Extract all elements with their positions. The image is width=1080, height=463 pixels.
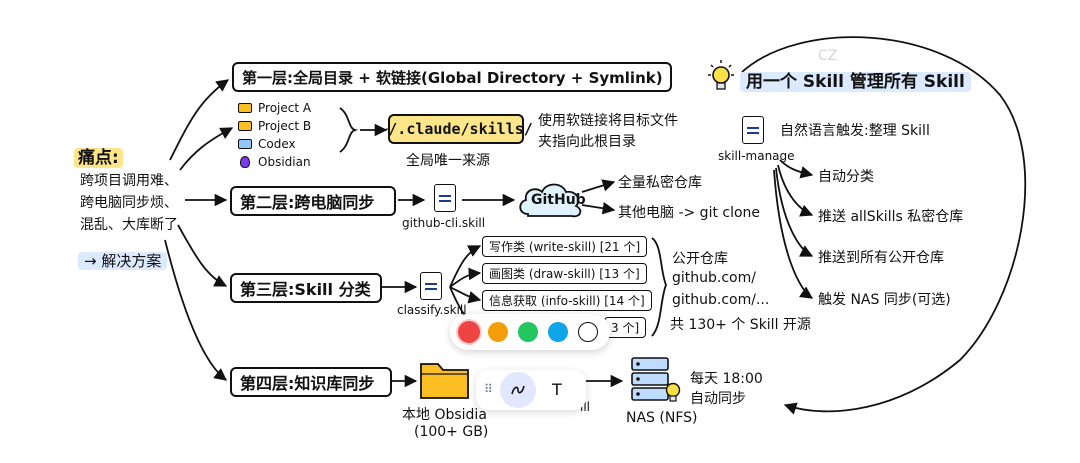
manager-action: 推送到所有公开仓库: [818, 250, 944, 266]
public-repo-line-3: 共 130+ 个 Skill 开源: [670, 317, 811, 333]
project-b: Project B: [238, 119, 311, 133]
skill-manage-doc-icon: [742, 116, 764, 144]
public-repo-line-1: github.com/: [672, 270, 756, 286]
project-b-label: Project B: [258, 119, 312, 133]
pen-icon: [511, 385, 525, 395]
folder-icon: [238, 121, 252, 131]
github-label: GitHub: [531, 192, 586, 208]
manager-title: 用一个 Skill 管理所有 Skill: [740, 67, 971, 92]
github-target-1: 全量私密仓库: [618, 175, 702, 191]
public-repo-line-2: github.com/...: [672, 292, 770, 308]
folder-icon: [238, 139, 252, 149]
public-repo-title: 公开仓库: [672, 251, 728, 267]
project-a: Project A: [238, 101, 311, 115]
nas-label: NAS (NFS): [626, 410, 698, 426]
manager-action: 自动分类: [818, 169, 874, 185]
layer-1-label: 第一层:全局目录 + 软链接(Global Directory + Symlin…: [242, 68, 663, 87]
project-obsidian: Obsidian: [238, 155, 311, 169]
classify-doc-icon: [420, 272, 442, 300]
folder-icon: [238, 103, 252, 113]
trigger-label: 自然语言触发:整理 Skill: [780, 123, 930, 139]
obsidian-icon: [240, 156, 250, 168]
pain-line-2: 跨电脑同步烦、: [80, 195, 178, 211]
solution-label: → 解决方案: [78, 250, 168, 271]
manager-action: 推送 allSkills 私密仓库: [818, 209, 964, 225]
layer-2-box: 第二层:跨电脑同步: [230, 186, 396, 216]
github-cli-label: github-cli.skill: [402, 216, 486, 230]
symlink-note-2: 夹指向此根目录: [538, 134, 636, 150]
project-obsidian-label: Obsidian: [258, 155, 311, 169]
folder-icon: [420, 363, 469, 399]
text-tool-button[interactable]: T: [552, 380, 562, 399]
symlink-note-1: 使用软链接将目标文件: [538, 113, 678, 129]
github-target-2: 其他电脑 -> git clone: [618, 205, 761, 221]
layer-3-box: 第三层:Skill 分类: [230, 273, 382, 303]
github-cli-doc-icon: [434, 184, 456, 212]
project-codex: Codex: [238, 137, 296, 151]
manager-action: 触发 NAS 同步(可选): [818, 292, 951, 308]
layer-4-box: 第四层:知识库同步: [230, 367, 392, 397]
pain-title: 痛点:: [74, 143, 123, 168]
color-toolbar: [450, 314, 610, 350]
solution-text: → 解决方案: [78, 252, 168, 270]
tool-palette: ⠿ T: [476, 370, 586, 410]
project-a-label: Project A: [258, 101, 312, 115]
classify-label: classify.skill: [397, 303, 467, 317]
layer-4-label: 第四层:知识库同步: [240, 374, 375, 393]
skill-manage-label: skill-manage: [718, 149, 795, 163]
layer-2-label: 第二层:跨电脑同步: [240, 193, 375, 212]
category-item: 写作类 (write-skill) [21 个]: [482, 236, 648, 257]
layer-3-label: 第三层:Skill 分类: [240, 280, 371, 299]
global-source-label: 全局唯一来源: [406, 153, 490, 169]
category-item: 画图类 (draw-skill) [13 个]: [482, 263, 647, 284]
color-swatch-blue[interactable]: [548, 322, 568, 342]
pain-line-1: 跨项目调用难、: [80, 173, 178, 189]
skills-dir-box: ~/.claude/skills/: [379, 114, 533, 144]
pain-line-3: 混乱、大库断了: [80, 217, 178, 233]
category-item: 信息获取 (info-skill) [14 个]: [482, 290, 652, 311]
layer-1-box: 第一层:全局目录 + 软链接(Global Directory + Symlin…: [232, 62, 672, 92]
bulb-icon: [665, 382, 681, 402]
drag-handle-icon[interactable]: ⠿: [484, 382, 494, 396]
color-swatch-white[interactable]: [578, 322, 598, 342]
pen-tool-button[interactable]: [500, 372, 536, 408]
color-swatch-green[interactable]: [518, 322, 538, 342]
color-swatch-red[interactable]: [458, 321, 480, 343]
skills-dir-label: ~/.claude/skills/: [379, 120, 533, 138]
hidden-fragment: ill: [580, 400, 591, 414]
manager-title-text: 用一个 Skill 管理所有 Skill: [740, 72, 971, 92]
local-obsidian-label: 本地 Obsidia: [402, 407, 487, 423]
local-obsidian-size: (100+ GB): [414, 424, 489, 440]
cloud-icon: [519, 183, 582, 218]
bulb-icon: [708, 60, 734, 90]
server-icon: [631, 357, 669, 401]
project-codex-label: Codex: [258, 137, 296, 151]
ghost-text: CZ: [818, 48, 838, 64]
pain-title-text: 痛点:: [74, 148, 123, 168]
nas-schedule-2: 自动同步: [690, 391, 746, 407]
category-item: 3 个]: [604, 317, 647, 338]
nas-schedule-1: 每天 18:00: [690, 371, 763, 387]
color-swatch-orange[interactable]: [488, 322, 508, 342]
